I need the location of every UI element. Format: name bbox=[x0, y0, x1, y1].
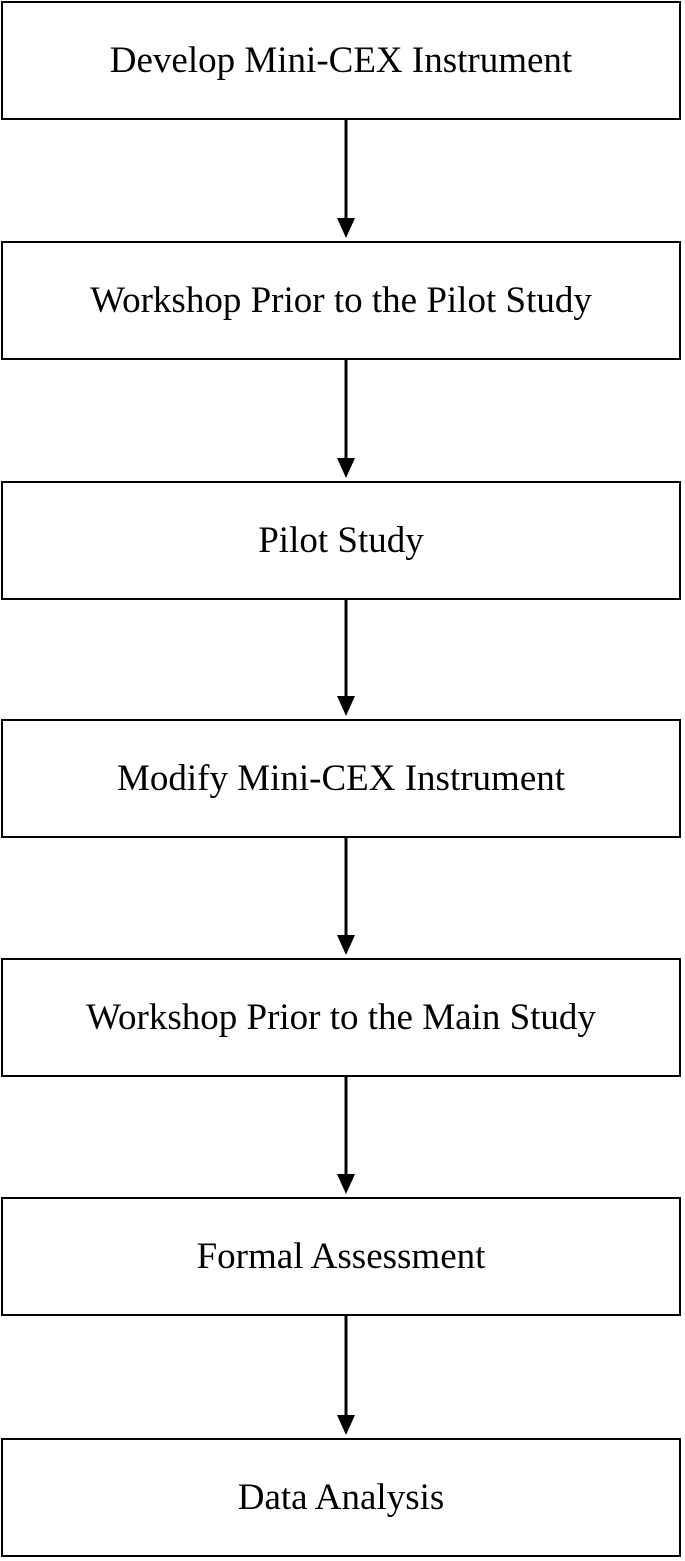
step-data-analysis: Data Analysis bbox=[1, 1438, 681, 1557]
arrow-2-to-3 bbox=[337, 360, 355, 478]
step-label: Modify Mini-CEX Instrument bbox=[116, 758, 566, 799]
arrow-5-to-6 bbox=[337, 1077, 355, 1194]
step-label: Workshop Prior to the Main Study bbox=[86, 997, 596, 1038]
step-formal-assessment: Formal Assessment bbox=[1, 1197, 681, 1316]
arrow-6-to-7 bbox=[337, 1316, 355, 1435]
step-label: Formal Assessment bbox=[196, 1236, 486, 1277]
step-label: Workshop Prior to the Pilot Study bbox=[90, 280, 592, 321]
step-label: Develop Mini-CEX Instrument bbox=[109, 40, 573, 81]
arrow-3-to-4 bbox=[337, 600, 355, 716]
step-label: Pilot Study bbox=[258, 520, 424, 561]
step-label: Data Analysis bbox=[237, 1477, 445, 1518]
arrow-4-to-5 bbox=[337, 838, 355, 955]
step-modify-instrument: Modify Mini-CEX Instrument bbox=[1, 719, 681, 838]
step-workshop-pilot: Workshop Prior to the Pilot Study bbox=[1, 241, 681, 360]
step-develop-instrument: Develop Mini-CEX Instrument bbox=[1, 1, 681, 120]
step-pilot-study: Pilot Study bbox=[1, 481, 681, 600]
arrow-1-to-2 bbox=[337, 120, 355, 238]
step-workshop-main: Workshop Prior to the Main Study bbox=[1, 958, 681, 1077]
